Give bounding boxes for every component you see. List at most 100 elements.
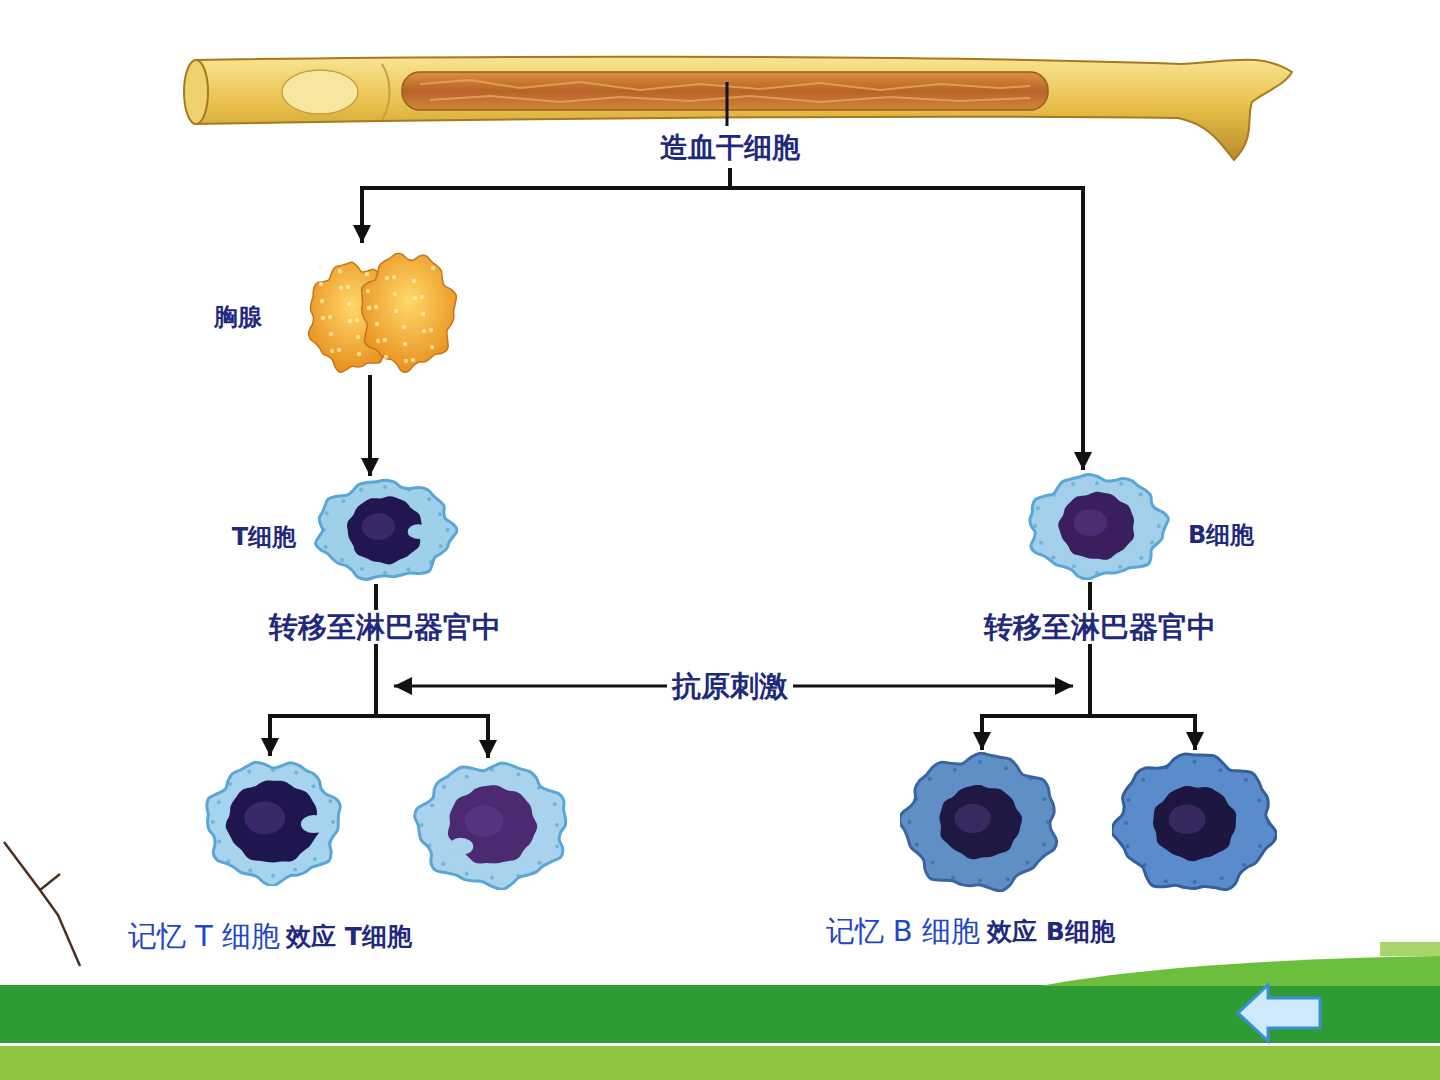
memory-b-cell: 记忆 B 细胞 bbox=[900, 752, 1060, 892]
cytoplasm-granule bbox=[328, 841, 332, 845]
cytoplasm-granule bbox=[907, 820, 911, 824]
cytoplasm-granule bbox=[1124, 821, 1128, 825]
cytoplasm-granule bbox=[360, 567, 364, 571]
node-picture bbox=[300, 245, 460, 373]
cell-picture bbox=[415, 763, 566, 889]
thymus-texture bbox=[385, 276, 389, 280]
footer-accent bbox=[1380, 942, 1440, 956]
cytoplasm-granule bbox=[1042, 797, 1046, 801]
thymus-texture bbox=[404, 359, 408, 363]
connector-arrow bbox=[730, 168, 1083, 470]
nucleus-mottle bbox=[1074, 509, 1107, 536]
thymus-texture bbox=[412, 279, 416, 283]
cytoplasm-granule bbox=[1193, 760, 1197, 764]
thymus-texture bbox=[320, 299, 324, 303]
effector-b-cell: 效应 B细胞 bbox=[1112, 752, 1277, 894]
cytoplasm bbox=[415, 763, 566, 889]
thymus-texture bbox=[318, 265, 322, 269]
cytoplasm-granule bbox=[931, 860, 935, 864]
cytoplasm-granule bbox=[441, 862, 445, 866]
migration-label: 转移至淋巴器官中 bbox=[264, 610, 506, 645]
cytoplasm-granule bbox=[1139, 556, 1143, 560]
node-picture bbox=[1024, 472, 1170, 580]
thymus-texture bbox=[357, 352, 361, 356]
cytoplasm-granule bbox=[429, 560, 433, 564]
thymus-texture bbox=[413, 296, 417, 300]
cytoplasm-granule bbox=[1150, 540, 1154, 544]
cytoplasm-granule bbox=[428, 844, 432, 848]
cytoplasm-granule bbox=[516, 772, 520, 776]
nucleus-mottle bbox=[955, 804, 991, 833]
cytoplasm-granule bbox=[1193, 880, 1197, 884]
cytoplasm-granule bbox=[555, 844, 559, 848]
cytoplasm-granule bbox=[420, 823, 424, 827]
thymus-texture bbox=[376, 339, 380, 343]
cytoplasm-granule bbox=[978, 760, 982, 764]
connector-arrow bbox=[1090, 582, 1195, 750]
bone-growth-line bbox=[382, 64, 390, 120]
effector-t-cell: 效应 T细胞 bbox=[412, 760, 572, 890]
cytoplasm-granule bbox=[1051, 556, 1055, 560]
cytoplasm-granule bbox=[1242, 863, 1246, 867]
node-label: 效应 B细胞 bbox=[987, 918, 1115, 947]
cytoplasm-granule bbox=[442, 785, 446, 789]
cytoplasm-granule bbox=[951, 876, 955, 880]
cytoplasm-granule bbox=[211, 820, 215, 824]
thymus-texture bbox=[420, 295, 424, 299]
node-picture bbox=[312, 478, 458, 582]
thymus-texture bbox=[430, 345, 434, 349]
cytoplasm-granule bbox=[430, 803, 434, 807]
connector-arrow bbox=[362, 168, 730, 243]
cell-picture bbox=[207, 762, 340, 886]
cytoplasm-granule bbox=[1071, 482, 1075, 486]
thymus-texture bbox=[356, 335, 360, 339]
thymus-texture bbox=[393, 292, 397, 296]
cytoplasm-granule bbox=[1072, 564, 1076, 568]
antigen-label: 抗原刺激 bbox=[667, 669, 793, 704]
cytoplasm-granule bbox=[1052, 493, 1056, 497]
thymus-texture bbox=[384, 355, 388, 359]
node-label: 造血干细胞 bbox=[660, 132, 800, 164]
cytoplasm-granule bbox=[1257, 798, 1261, 802]
cytoplasm-granule bbox=[340, 558, 344, 562]
thymus-texture bbox=[374, 305, 378, 309]
cytoplasm-granule bbox=[465, 872, 469, 876]
nucleus-mottle bbox=[244, 802, 285, 835]
cytoplasm-granule bbox=[1164, 879, 1168, 883]
stem-cell-label: 造血干细胞 bbox=[654, 130, 806, 166]
footer-green bbox=[0, 985, 1440, 1043]
cytoplasm-granule bbox=[328, 799, 332, 803]
cytoplasm-granule bbox=[271, 768, 275, 772]
cytoplasm-granule bbox=[928, 777, 932, 781]
cytoplasm-granule bbox=[445, 528, 449, 532]
cytoplasm-granule bbox=[1039, 541, 1043, 545]
cell-picture bbox=[1030, 474, 1168, 579]
cytoplasm-granule bbox=[1119, 482, 1123, 486]
footer-band bbox=[0, 942, 1440, 1080]
cytoplasm-granule bbox=[1029, 777, 1033, 781]
footer-light-green bbox=[0, 1046, 1440, 1080]
thymus-texture bbox=[337, 348, 341, 352]
cytoplasm-granule bbox=[465, 774, 469, 778]
cytoplasm-granule bbox=[555, 823, 559, 827]
branch-decoration bbox=[4, 842, 80, 966]
b-cell: B细胞 bbox=[1024, 472, 1170, 580]
cytoplasm-granule bbox=[1143, 863, 1147, 867]
nucleus-notch bbox=[408, 524, 429, 539]
nucleus-notch bbox=[301, 815, 327, 833]
thymus-texture bbox=[328, 315, 332, 319]
thymus-texture bbox=[319, 282, 323, 286]
connector-arrow bbox=[368, 375, 372, 476]
cytoplasm-granule bbox=[1218, 768, 1222, 772]
back-arrow-button bbox=[1238, 985, 1320, 1041]
thymus-texture bbox=[338, 269, 342, 273]
thymus-texture bbox=[403, 342, 407, 346]
connector-arrow bbox=[982, 582, 1090, 750]
nucleus-mottle bbox=[1169, 805, 1206, 835]
cytoplasm-granule bbox=[490, 768, 494, 772]
nucleus-mottle bbox=[465, 806, 504, 837]
cytoplasm bbox=[900, 753, 1057, 891]
nucleus bbox=[448, 785, 537, 863]
nucleus bbox=[939, 785, 1022, 859]
thymus-texture bbox=[392, 275, 396, 279]
